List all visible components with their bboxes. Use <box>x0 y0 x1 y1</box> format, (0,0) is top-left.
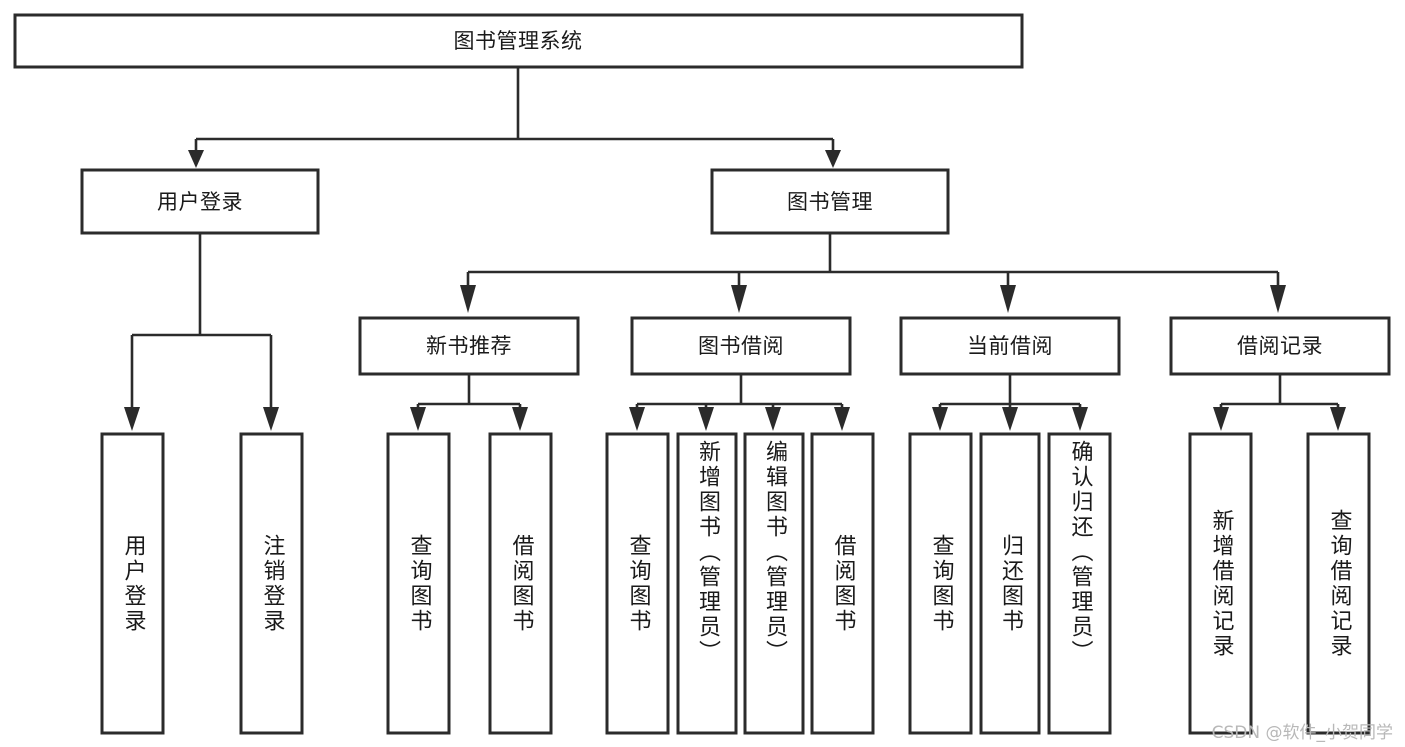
arrowhead-leaf-logout-login <box>263 407 279 431</box>
arrowhead-borrow-record <box>1270 285 1286 313</box>
watermark: CSDN @软件_小贺同学 <box>1211 723 1393 743</box>
node-new-book-recommend-box[interactable] <box>358 316 580 376</box>
arrowhead-leaf-return-book <box>1002 407 1018 431</box>
node-leaf-query-book-2-box[interactable] <box>605 432 670 735</box>
arrowhead-current-borrow <box>1000 285 1016 313</box>
node-leaf-logout-login-box[interactable] <box>239 432 304 735</box>
arrowhead-leaf-query-record <box>1330 407 1346 431</box>
node-current-borrow-box[interactable] <box>899 316 1121 376</box>
arrowhead-leaf-add-record <box>1213 407 1229 431</box>
node-user-login[interactable]: 用户登录 <box>80 168 320 235</box>
node-user-login-label: 用户登录 <box>157 190 243 214</box>
arrowhead-leaf-edit-book <box>765 407 781 431</box>
arrowhead-leaf-query-book-2 <box>629 407 645 431</box>
node-borrow-record[interactable]: 借阅记录 <box>1169 316 1391 376</box>
node-current-borrow[interactable]: 当前借阅 <box>899 316 1121 376</box>
node-leaf-borrow-book-2-box[interactable] <box>810 432 875 735</box>
node-borrow-record-label: 借阅记录 <box>1237 334 1323 358</box>
node-leaf-user-login-box[interactable] <box>100 432 165 735</box>
node-leaf-add-book-box[interactable] <box>676 432 738 735</box>
node-leaf-query-book-1-box[interactable] <box>386 432 451 735</box>
node-current-borrow-label: 当前借阅 <box>967 334 1053 358</box>
arrowhead-leaf-confirm-return <box>1072 407 1088 431</box>
node-leaf-edit-book-box[interactable] <box>743 432 805 735</box>
arrowhead-leaf-borrow-book-1 <box>512 407 528 431</box>
arrowhead-user-login <box>188 150 204 168</box>
node-new-book-recommend[interactable]: 新书推荐 <box>358 316 580 376</box>
node-leaf-add-record-box[interactable] <box>1188 432 1253 735</box>
arrowhead-leaf-add-book <box>698 407 714 431</box>
arrowhead-new-book-recommend <box>460 285 476 313</box>
node-new-book-recommend-label: 新书推荐 <box>426 334 512 358</box>
node-leaf-borrow-book-1-box[interactable] <box>488 432 553 735</box>
arrowhead-book-management <box>825 150 841 168</box>
node-book-management-box[interactable] <box>710 168 950 235</box>
node-leaf-query-record-box[interactable] <box>1306 432 1371 735</box>
node-borrow-record-box[interactable] <box>1169 316 1391 376</box>
node-leaf-confirm-return-box[interactable] <box>1047 432 1112 735</box>
node-book-borrow-label: 图书借阅 <box>698 334 784 358</box>
arrowhead-leaf-user-login <box>124 407 140 431</box>
arrowhead-book-borrow <box>731 285 747 313</box>
arrowhead-leaf-query-book-1 <box>410 407 426 431</box>
node-root-label: 图书管理系统 <box>454 29 583 53</box>
node-book-management-label: 图书管理 <box>787 190 873 214</box>
node-leaf-return-book-box[interactable] <box>979 432 1041 735</box>
node-book-management[interactable]: 图书管理 <box>710 168 950 235</box>
arrowhead-leaf-query-book-3 <box>932 407 948 431</box>
node-book-borrow[interactable]: 图书借阅 <box>630 316 852 376</box>
node-root[interactable]: 图书管理系统 <box>13 13 1024 69</box>
node-root-box[interactable] <box>13 13 1024 69</box>
node-leaf-query-book-3-box[interactable] <box>908 432 973 735</box>
node-book-borrow-box[interactable] <box>630 316 852 376</box>
arrowhead-leaf-borrow-book-2 <box>834 407 850 431</box>
